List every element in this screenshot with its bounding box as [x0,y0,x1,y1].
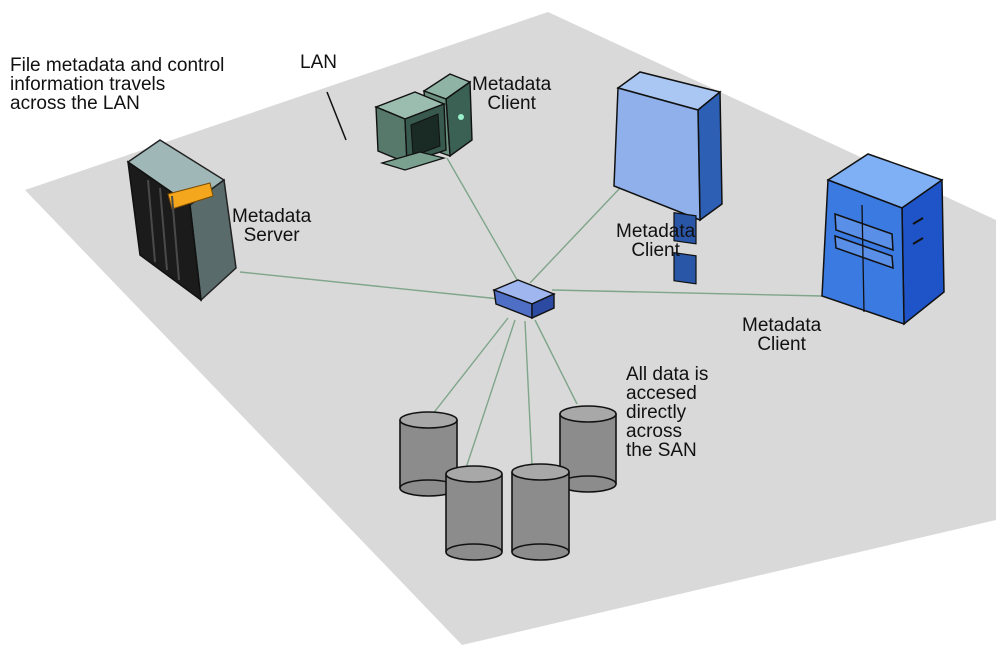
lan-pointer-line [326,91,347,141]
metadata-server-label: Metadata Server [232,206,312,246]
disk-cylinder-icon [399,411,458,497]
disk-cylinders [399,405,617,561]
mainframe-icon [821,153,945,326]
storage-cabinet-icon [613,71,723,285]
disk-cylinder-icon [559,405,617,493]
link-tower-switch [529,187,621,284]
link-switch-disk2 [465,319,516,469]
metadata-client-label-tower: Metadata Client [616,221,696,261]
lan-label: LAN [300,52,337,73]
lan-note-label: File metadata and control information tr… [10,55,225,114]
server-tower-icon [126,139,237,302]
link-switch-disk4 [534,319,578,405]
lan-connections [239,157,823,469]
network-switch-icon [492,279,556,320]
desktop-computer-icon [374,73,473,171]
metadata-client-label-big: Metadata Client [742,315,822,355]
link-server-switch [239,271,501,300]
network-floor [25,12,996,645]
disk-cylinder-icon [511,463,570,561]
metadata-client-label-desktop: Metadata Client [472,74,552,114]
link-desktop-switch [446,157,521,286]
disk-cylinder-icon [445,465,503,561]
link-big-switch [551,289,823,297]
link-switch-disk3 [524,320,533,466]
link-switch-disk1 [431,317,509,416]
san-note-label: All data is accesed directly across the … [626,364,709,461]
